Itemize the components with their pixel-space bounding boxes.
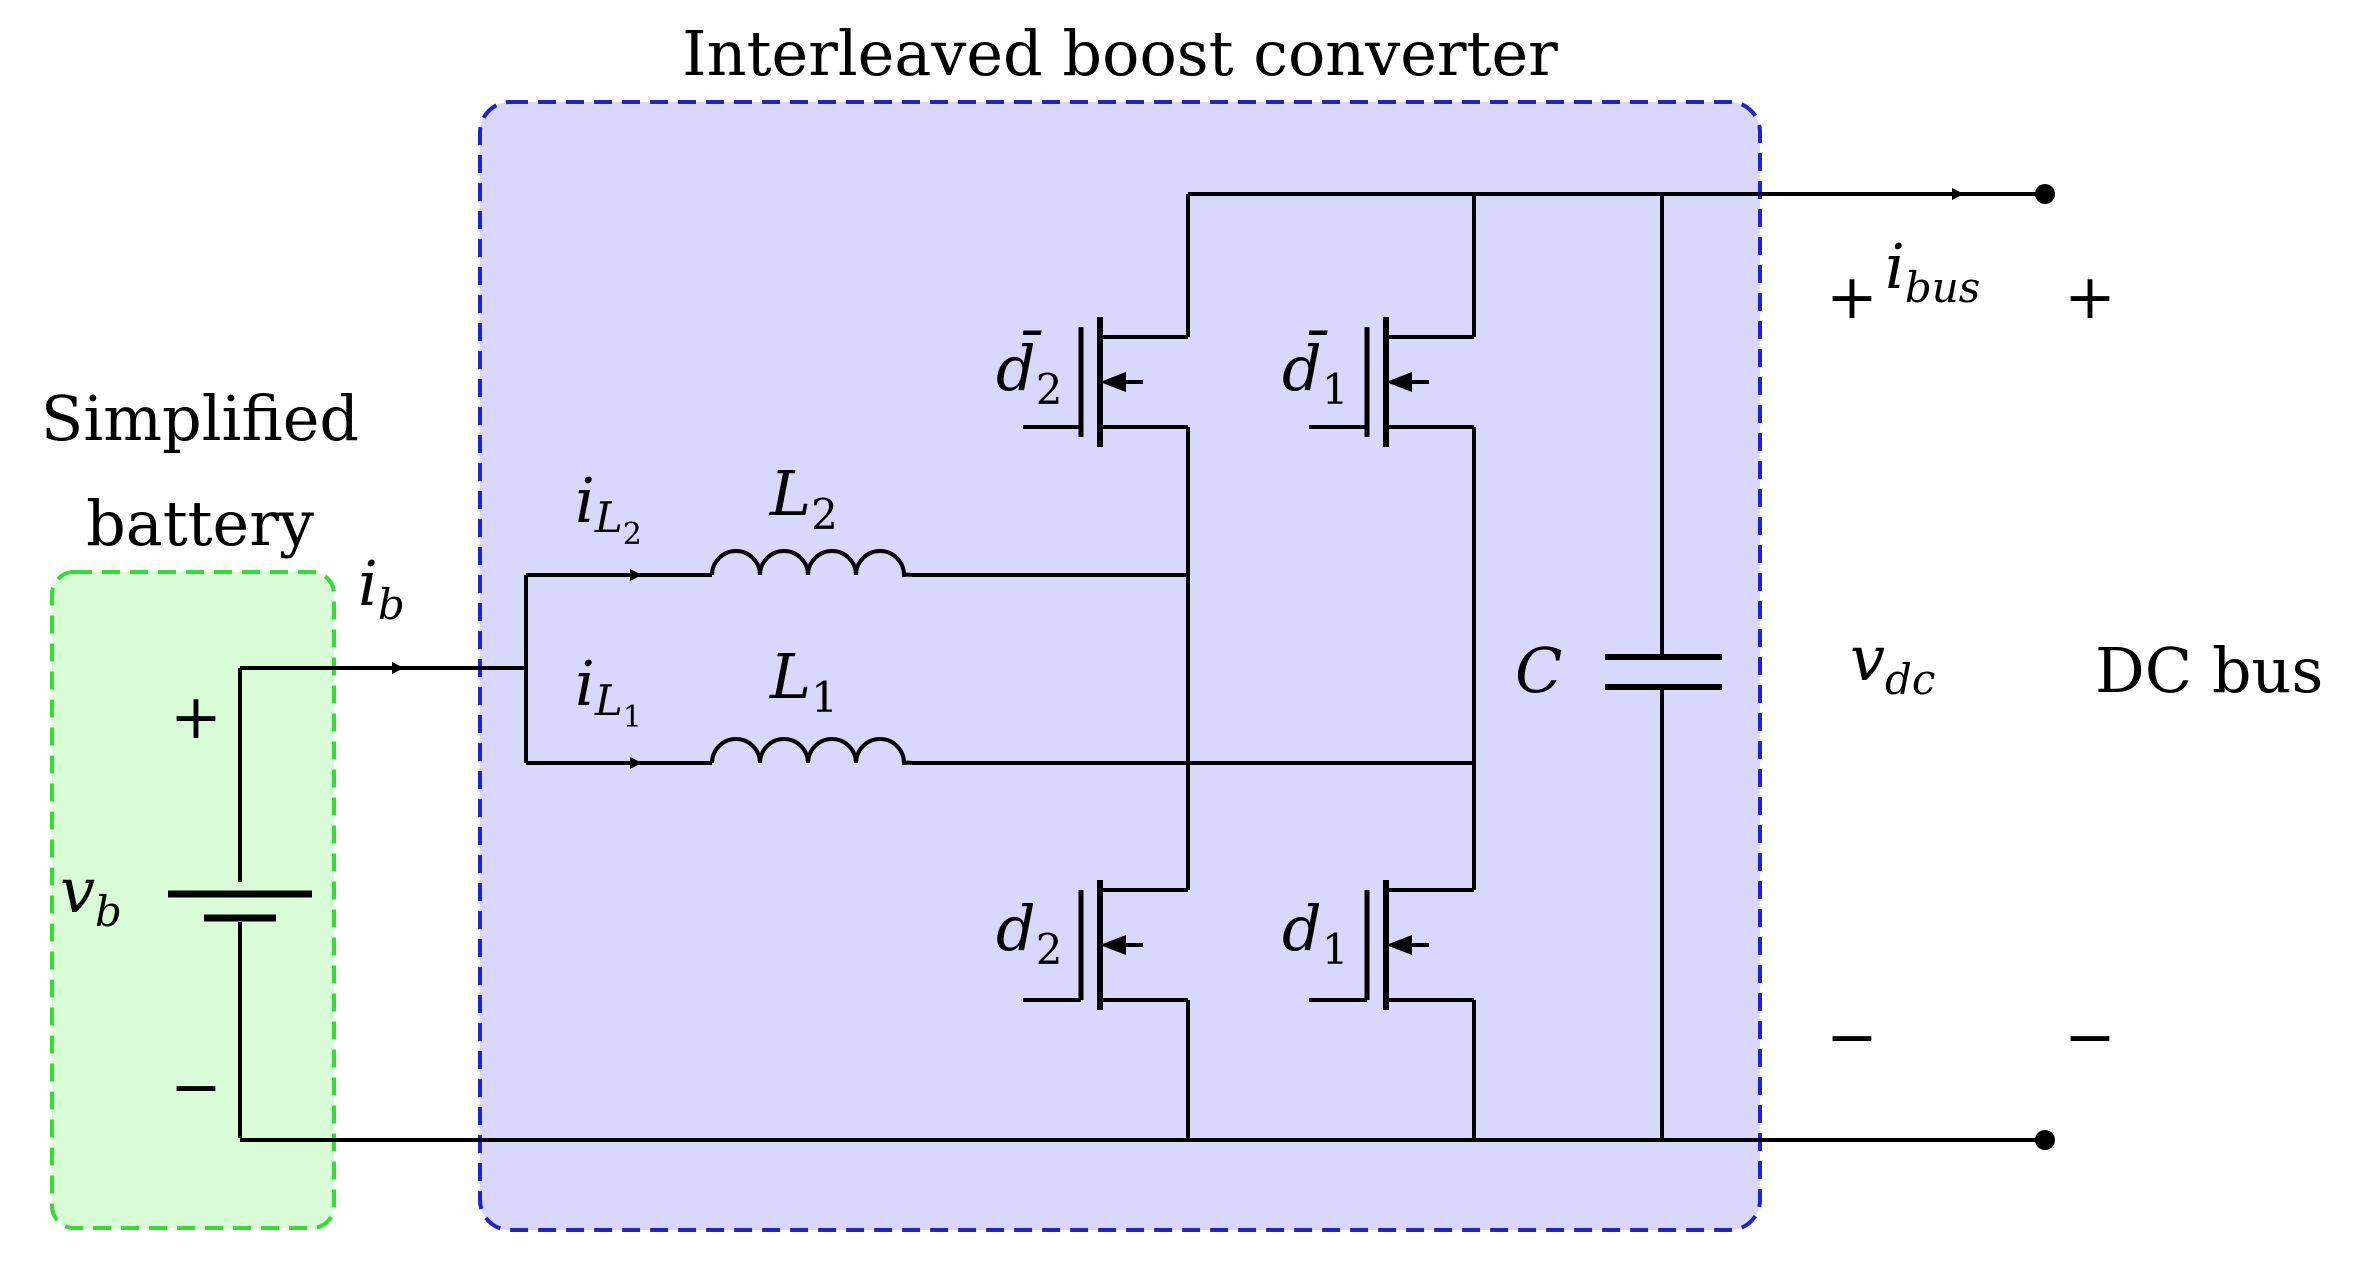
label-vdc: vdc [1850, 622, 1935, 704]
label-L1: L1 [769, 640, 838, 722]
converter-plus-sign: + [1826, 260, 1878, 333]
inductor-L2 [710, 549, 913, 578]
mosfet-d1bar [1309, 317, 1474, 447]
dc-bus-label: DC bus [2095, 634, 2323, 707]
label-ib: ib [358, 547, 405, 629]
inductor-L1 [710, 737, 913, 766]
battery-block [50, 570, 336, 1230]
label-L2: L2 [769, 457, 838, 539]
mosfet-d1 [1309, 880, 1474, 1010]
bus-terminal-top [2035, 184, 2055, 204]
mosfet-d2bar [1023, 317, 1188, 447]
label-ibus: ibus [1885, 230, 1980, 312]
battery-title-line1: Simplified [41, 382, 359, 455]
label-d1bar: d̄1 [1282, 330, 1348, 414]
label-d2: d2 [996, 892, 1062, 974]
bus-minus-sign: − [2064, 1000, 2116, 1073]
battery-plus-sign: + [170, 680, 222, 753]
label-d2bar: d̄2 [996, 330, 1062, 414]
converter-block [478, 100, 1762, 1232]
label-vb: vb [60, 854, 122, 936]
converter-title: Interleaved boost converter [682, 17, 1558, 90]
bus-terminal-bottom [2035, 1130, 2055, 1150]
mosfet-d2 [1023, 880, 1188, 1010]
label-iL1: iL1 [575, 647, 642, 735]
label-iL2: iL2 [575, 464, 642, 552]
label-C: C [1515, 634, 1562, 707]
battery-title-line2: battery [86, 487, 314, 560]
capacitor-C [1605, 194, 1722, 1140]
converter-minus-sign: − [1826, 1000, 1878, 1073]
battery-source [168, 668, 312, 1138]
battery-minus-sign: − [170, 1050, 222, 1123]
label-d1: d1 [1282, 892, 1348, 974]
bus-plus-sign: + [2064, 260, 2116, 333]
